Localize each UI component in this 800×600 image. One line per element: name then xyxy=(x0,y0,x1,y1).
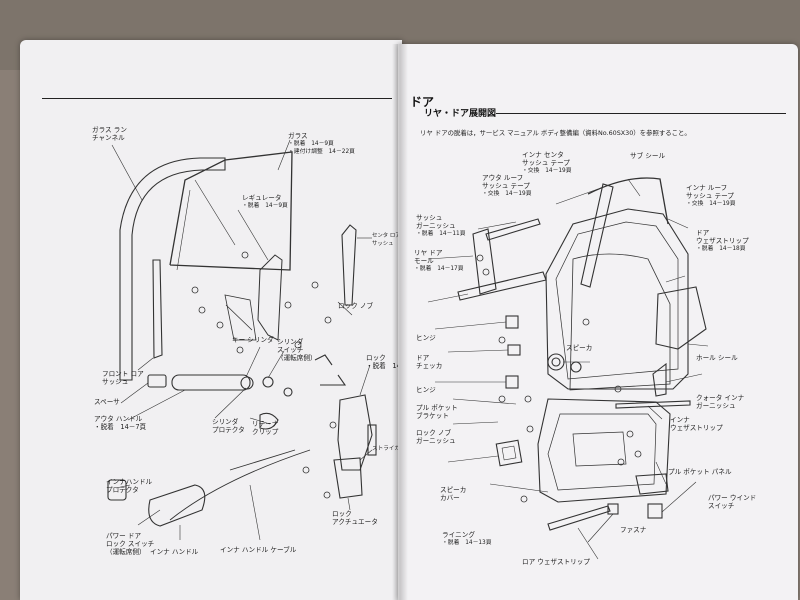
glass-shape xyxy=(169,151,293,271)
center-sash-shape xyxy=(341,224,357,306)
label-front-lower-sash: フロント ロア サッシュ xyxy=(102,370,144,386)
label-door-weatherstrip: ドア ウェザストリップ xyxy=(696,229,749,245)
label-lock-knob-garnish: ロック ノブ ガーニッシュ xyxy=(416,429,456,445)
rear-door-molding-shape xyxy=(457,271,547,301)
label-glass-sub: ・脱着 14－9頁 ・建付け調整 14－22頁 xyxy=(288,141,355,155)
right-header-rule xyxy=(496,113,786,114)
label-inner-weatherstrip: インナ ウェザストリップ xyxy=(670,416,723,432)
left-exploded-diagram xyxy=(107,139,377,541)
label-cylinder-switch: シリンダ スイッチ （運転席側） xyxy=(277,338,317,362)
spacer-shape xyxy=(147,374,167,388)
left-header-rule xyxy=(42,98,392,99)
label-speaker: スピーカ xyxy=(566,344,593,352)
label-inner-handle-protector: インナハンドル プロテクタ xyxy=(106,478,153,494)
label-power-door-lock-switch: パワー ドア ロック スイッチ （運転席側） xyxy=(106,532,155,556)
inner-handle-cable-shape xyxy=(169,449,311,521)
label-hole-seal: ホール シール xyxy=(696,354,738,362)
label-lock-knob: ロック ノブ xyxy=(338,302,374,310)
outer-roof-sash-tape-shape xyxy=(485,218,541,241)
hinge-upper-shape xyxy=(505,315,519,329)
speaker-shape xyxy=(547,353,565,371)
label-glass: ガラス xyxy=(288,132,308,140)
label-inner-roof-sash-tape: インナ ルーフ サッシュ テープ xyxy=(686,184,734,200)
lock-actuator-shape xyxy=(333,457,363,499)
note-text: リヤ ドアの脱着は，サービス マニュアル ボディ整備編（資料No.60SX30）… xyxy=(420,129,691,137)
label-inner-center-sash-tape: インナ センタ サッシュ テープ xyxy=(522,151,570,167)
diagram-title: リヤ・ドア展開図 xyxy=(424,109,497,119)
pull-pocket-panel-shape xyxy=(635,473,669,495)
lining-shape xyxy=(537,398,671,503)
label-retainer-clip: リテーナ クリップ xyxy=(252,420,279,436)
label-quarter-inner-garnish: クォータ インナ ガーニッシュ xyxy=(696,394,745,410)
label-center-sash: センタ ロア サッシュ xyxy=(372,233,401,247)
right-page: ドア リヤ・ドア展開図 リヤ ドアの脱着は，サービス マニュアル ボディ整備編（… xyxy=(398,44,798,600)
label-inner-center-sash-tape-sub: ・交換 14－19頁 xyxy=(522,168,572,174)
label-door-weatherstrip-sub: ・脱着 14－18頁 xyxy=(696,246,746,252)
label-outer-roof-sash-tape-sub: ・交換 14－19頁 xyxy=(482,191,532,197)
label-lining: ライニング xyxy=(442,531,475,539)
door-weatherstrip-shape xyxy=(569,253,671,391)
glass-run-channel-shape xyxy=(119,157,226,381)
label-cylinder-protector: シリンダ プロテクタ xyxy=(212,418,245,434)
outer-handle-shape xyxy=(171,374,251,391)
inner-center-sash-tape-shape xyxy=(580,183,614,288)
inner-weatherstrip-shape xyxy=(615,400,691,409)
label-hinge-lower: ヒンジ xyxy=(416,386,436,394)
door-checker-shape xyxy=(507,344,521,356)
inner-handle-shape xyxy=(148,484,206,527)
label-speaker-cover: スピーカ カバー xyxy=(440,486,467,502)
label-lining-sub: ・脱着 14－13頁 xyxy=(442,540,492,546)
label-outer-roof-sash-tape: アウタ ルーフ サッシュ テープ xyxy=(482,174,530,190)
front-lower-sash-shape xyxy=(152,259,163,359)
label-fastener: ファスナ xyxy=(620,526,647,534)
label-power-window-switch: パワー ウインド スイッチ xyxy=(708,494,757,510)
label-inner-handle-cable: インナ ハンドル ケーブル xyxy=(220,546,297,554)
sub-seal-shape xyxy=(587,177,669,225)
right-exploded-diagram xyxy=(427,177,709,560)
label-outer-handle: アウタ ハンドル ・脱着 14－7頁 xyxy=(94,415,147,431)
label-sash-garnish-sub: ・脱着 14－11頁 xyxy=(416,231,466,237)
label-sash-garnish: サッシュ ガーニッシュ xyxy=(416,214,456,230)
label-striker: ストライカ xyxy=(372,446,400,452)
regulator-shape xyxy=(257,254,283,341)
speaker-cover-shape xyxy=(495,439,523,467)
lock-assembly-shape xyxy=(337,394,373,471)
label-lower-weatherstrip: ロア ウェザストリップ xyxy=(522,558,590,566)
sash-garnish-shape xyxy=(472,228,497,295)
label-lock-actuator: ロック アクチュエータ xyxy=(332,510,378,526)
door-panel-shape xyxy=(545,208,689,390)
quarter-inner-garnish-shape xyxy=(652,362,667,397)
hinge-lower-shape xyxy=(505,375,519,389)
striker-shape xyxy=(367,424,377,456)
label-pull-pocket-bracket: プル ポケット ブラケット xyxy=(416,404,458,420)
book-spine-shadow xyxy=(392,44,408,600)
label-pull-pocket-panel: プル ポケット パネル xyxy=(668,468,732,476)
label-rear-door-molding: リヤ ドア モール xyxy=(414,249,443,265)
label-hinge-upper: ヒンジ xyxy=(416,334,436,342)
label-inner-handle: インナ ハンドル xyxy=(150,548,199,556)
label-regulator: レギュレータ xyxy=(242,194,282,202)
lower-weatherstrip-shape xyxy=(547,505,611,531)
label-sub-seal: サブ シール xyxy=(630,152,666,160)
label-spacer: スペーサ xyxy=(94,398,120,406)
label-rear-door-molding-sub: ・脱着 14－17頁 xyxy=(414,266,464,272)
label-key-cylinder: キー シリンダ xyxy=(232,336,274,344)
label-regulator-sub: ・脱着 14－9頁 xyxy=(242,203,288,209)
hole-seal-shape xyxy=(655,286,707,350)
left-page: ガラス ラン チャンネル ガラス ・脱着 14－9頁 ・建付け調整 14－22頁… xyxy=(20,40,407,600)
label-glass-run-channel: ガラス ラン チャンネル xyxy=(92,126,127,142)
label-door-checker: ドア チェッカ xyxy=(416,354,443,370)
power-window-switch-shape xyxy=(647,503,663,519)
section-title: ドア xyxy=(410,95,435,109)
label-inner-roof-sash-tape-sub: ・交換 14－19頁 xyxy=(686,201,736,207)
